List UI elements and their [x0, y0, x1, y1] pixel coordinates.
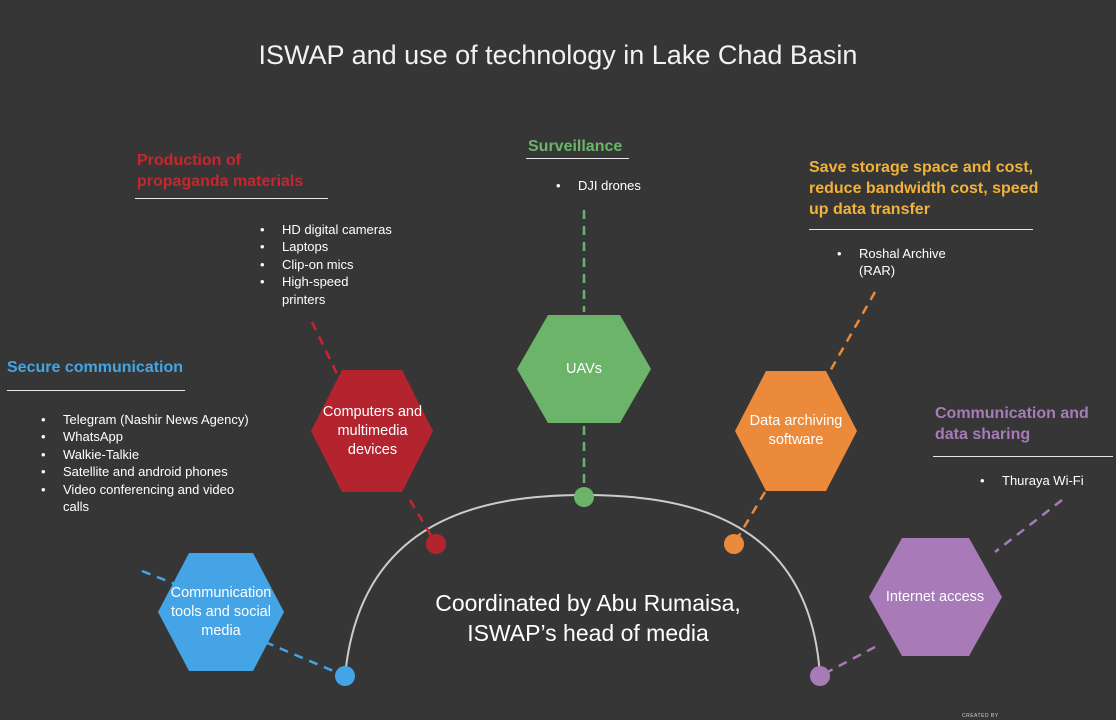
item-list-surveillance: DJI drones — [551, 177, 698, 195]
list-item: DJI drones — [556, 177, 698, 195]
hexagon-label-internet: Internet access — [885, 588, 985, 605]
connector-computers-to-list — [310, 321, 340, 377]
list-item: Satellite and android phones — [41, 463, 263, 481]
list-item: Video conferencing and video calls — [41, 481, 263, 516]
list-item: Clip-on mics — [260, 256, 442, 274]
dot-uavs — [574, 487, 594, 507]
connector-internet-to-list — [994, 499, 1063, 553]
hexagon-uavs — [517, 315, 651, 423]
connector-communication-tools-to-dot — [264, 640, 346, 678]
dot-computers — [426, 534, 446, 554]
connector-computers-to-dot — [408, 499, 438, 545]
hexagon-label-data-archiving: Data archiving software — [749, 413, 843, 448]
category-communication-and-data-sharing: Communication and data sharing — [935, 405, 1089, 443]
list-item: WhatsApp — [41, 428, 263, 446]
item-list-data-archiving: Roshal Archive (RAR) — [832, 245, 999, 280]
category-rule-surveillance — [526, 158, 629, 159]
hexagon-internet — [869, 538, 1002, 656]
list-item: HD digital cameras — [260, 221, 442, 239]
center-caption: Coordinated by Abu Rumaisa, ISWAP’s head… — [435, 590, 741, 646]
category-rule-production — [135, 198, 328, 199]
category-surveillance: Surveillance — [528, 138, 623, 155]
connector-data-archiving-to-list — [827, 291, 877, 374]
list-item: Telegram (Nashir News Agency) — [41, 411, 263, 429]
hexagon-label-communication-tools: Communication tools and social media — [170, 584, 272, 639]
hexagon-communication-tools — [158, 553, 284, 671]
dot-internet — [810, 666, 830, 686]
hexagon-label-computers: Computers and multimedia devices — [322, 403, 423, 458]
connecting-arc — [344, 493, 821, 677]
page-title: ISWAP and use of technology in Lake Chad… — [258, 40, 858, 70]
item-list-secure-communication: Telegram (Nashir News Agency) WhatsApp W… — [36, 411, 263, 515]
hexagon-data-archiving — [735, 371, 857, 491]
category-secure-communication: Secure communication — [7, 359, 184, 376]
connector-data-archiving-to-dot — [732, 491, 767, 545]
list-item: Laptops — [260, 238, 442, 256]
list-item: Walkie-Talkie — [41, 446, 263, 464]
dot-data-archiving — [724, 534, 744, 554]
category-production-of-propaganda-materials: Production of propaganda materials — [137, 152, 304, 190]
list-item: Roshal Archive (RAR) — [837, 245, 959, 280]
connector-internet-to-dot — [819, 645, 876, 678]
item-list-communication-data-sharing: Thuraya Wi-Fi — [975, 472, 1116, 490]
item-list-production: HD digital cameras Laptops Clip-on mics … — [255, 221, 442, 308]
dot-communication-tools — [335, 666, 355, 686]
category-rule-secure-communication — [7, 390, 185, 391]
category-rule-save-storage — [809, 229, 1033, 230]
list-item: High-speed printers — [260, 273, 372, 308]
hexagon-computers — [311, 370, 433, 492]
list-item: Thuraya Wi-Fi — [980, 472, 1116, 490]
credit-text: CREATED BY — [962, 713, 999, 719]
category-rule-communication-data-sharing — [933, 456, 1113, 457]
hexagon-label-uavs: UAVs — [566, 360, 602, 377]
category-save-storage-space: Save storage space and cost, reduce band… — [809, 159, 1039, 218]
